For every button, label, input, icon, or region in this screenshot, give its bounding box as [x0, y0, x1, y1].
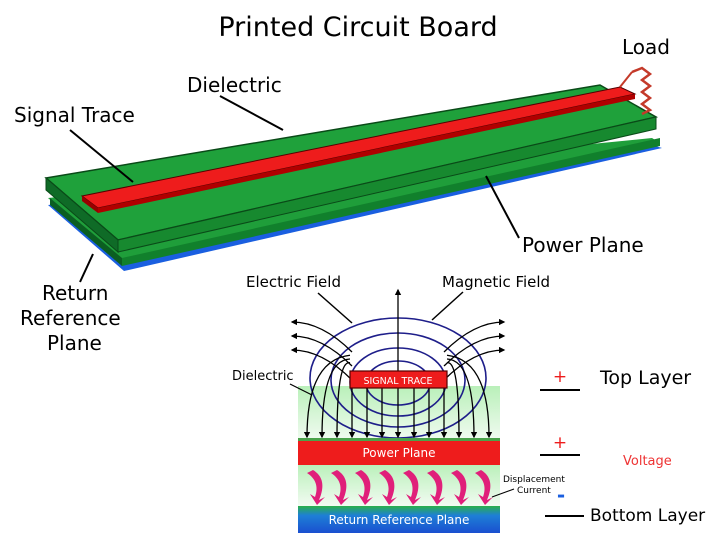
legend-minus: -: [557, 483, 565, 507]
load-resistor-icon: [631, 66, 653, 116]
legend-top-layer: Top Layer: [599, 367, 691, 389]
efield-arrow-side-4: [443, 332, 506, 367]
legend-plus-top: +: [553, 367, 567, 387]
displacement-arrow-0: [307, 470, 325, 505]
leader-displacement: [491, 488, 515, 498]
cross-section: SIGNAL TRACE Power Plane Return Referenc…: [290, 288, 506, 533]
efield-arrow-down-10: [446, 362, 463, 439]
layer-legend: + Top Layer + Voltage - Bottom Layer: [540, 367, 705, 526]
cross-return-plane-label: Return Reference Plane: [329, 513, 470, 527]
label-displacement-1: Displacement: [503, 475, 565, 485]
leader-electric-field: [317, 292, 353, 324]
label-magnetic-field: Magnetic Field: [442, 273, 550, 291]
legend-bottom-layer: Bottom Layer: [590, 506, 705, 526]
leader-dielectric: [219, 95, 284, 131]
label-displacement-2: Current: [517, 486, 551, 496]
displacement-arrow-1: [331, 470, 349, 505]
leader-magnetic-field: [431, 291, 464, 321]
efield-arrow-side-1: [290, 332, 353, 367]
legend-plus-voltage: +: [553, 433, 567, 453]
cross-return-plane: [298, 506, 500, 533]
dielectric-side-edge: [117, 116, 657, 253]
label-electric-field: Electric Field: [246, 273, 341, 291]
label-return-line-3: Plane: [47, 331, 102, 355]
efield-arrow-side-0: [290, 318, 353, 353]
leader-return-plane: [79, 253, 94, 283]
cross-power-plane-label: Power Plane: [362, 446, 435, 460]
efield-arrow-down-11: [446, 358, 478, 439]
displacement-arrow-2: [355, 470, 373, 505]
displacement-current-arrows: [307, 470, 493, 505]
title: Printed Circuit Board: [218, 12, 497, 43]
label-load: Load: [622, 35, 670, 59]
efield-arrow-side-3: [443, 318, 506, 353]
electric-field-lines: [290, 288, 506, 439]
label-cross-dielectric: Dielectric: [232, 369, 294, 384]
label-signal-trace-top: Signal Trace: [14, 103, 135, 127]
cross-signal-trace-label: SIGNAL TRACE: [363, 376, 432, 387]
label-dielectric-top: Dielectric: [187, 73, 282, 97]
efield-arrow-side-2: [290, 346, 353, 381]
label-return-line-1: Return: [42, 281, 108, 305]
efield-arrow-down-2: [333, 362, 351, 439]
leader-cross-dielectric: [289, 383, 313, 396]
displacement-arrow-3: [379, 470, 397, 505]
leader-power-plane: [485, 175, 520, 239]
displacement-arrow-6: [451, 470, 469, 505]
signal-trace-side: [98, 94, 635, 213]
efield-arrow-side-5: [443, 346, 506, 381]
legend-voltage: Voltage: [623, 454, 672, 469]
efield-arrow-down-12: [446, 354, 493, 439]
leader-signal-trace: [69, 129, 134, 183]
bottom-slab-front: [50, 198, 122, 266]
displacement-arrow-5: [427, 470, 445, 505]
cross-power-plane: [298, 439, 500, 465]
displacement-arrow-4: [403, 470, 421, 505]
cross-signal-trace: [349, 370, 448, 389]
displacement-arrow-7: [475, 470, 493, 505]
bottom-slab-side: [122, 138, 660, 266]
label-power-plane-top: Power Plane: [522, 233, 644, 257]
signal-trace-edge: [82, 196, 98, 213]
cross-lower-dielectric: [298, 464, 500, 506]
pcb-3d-board: [44, 66, 662, 271]
label-return-line-2: Reference: [20, 306, 121, 330]
